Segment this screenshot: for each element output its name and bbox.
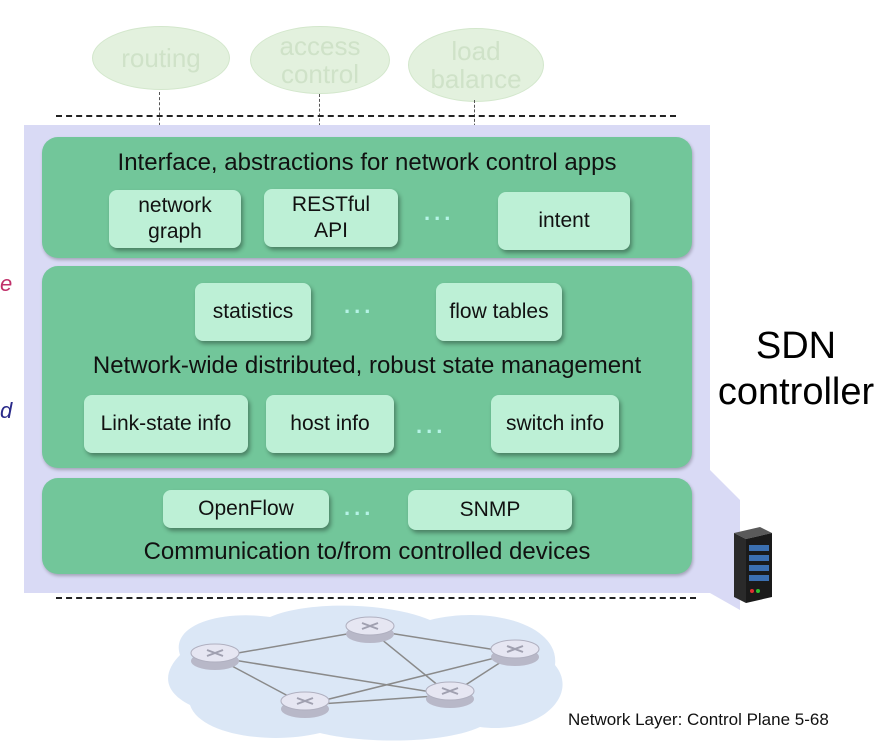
app-routing: routing bbox=[92, 26, 230, 90]
communication-layer bbox=[42, 478, 692, 574]
switch-icon bbox=[345, 616, 395, 643]
link-state-info-box: Link-state info bbox=[84, 395, 248, 453]
switch-icon bbox=[190, 643, 240, 670]
app-connector bbox=[474, 100, 475, 136]
flow-tables-box: flow tables bbox=[436, 283, 562, 341]
switch-icon bbox=[490, 639, 540, 666]
left-cut-text-1: e bbox=[0, 271, 13, 296]
state-bottom-ellipsis: ... bbox=[416, 413, 447, 438]
comm-ellipsis: ... bbox=[344, 495, 375, 520]
top-dashed-boundary bbox=[56, 115, 676, 117]
restful-api-box: RESTful API bbox=[264, 189, 398, 247]
sdn-controller-label: SDN controller bbox=[717, 325, 875, 413]
server-icon bbox=[734, 527, 772, 603]
openflow-box: OpenFlow bbox=[163, 490, 329, 528]
snmp-box: SNMP bbox=[408, 490, 572, 530]
slide-footer: Network Layer: Control Plane 5-68 bbox=[568, 710, 829, 729]
state-layer-title: Network-wide distributed, robust state m… bbox=[92, 352, 642, 379]
network-graph-box: network graph bbox=[109, 190, 241, 248]
network-cloud bbox=[168, 605, 563, 741]
intent-box: intent bbox=[498, 192, 630, 250]
app-load-balance: load balance bbox=[408, 28, 544, 102]
interface-ellipsis: ... bbox=[424, 200, 455, 225]
app-access-control: access control bbox=[250, 26, 390, 94]
switch-info-box: switch info bbox=[491, 395, 619, 453]
comm-layer-title: Communication to/from controlled devices bbox=[143, 538, 591, 565]
interface-layer-title: Interface, abstractions for network cont… bbox=[117, 149, 617, 176]
statistics-box: statistics bbox=[195, 283, 311, 341]
left-cut-text-2: d bbox=[0, 398, 13, 423]
host-info-box: host info bbox=[266, 395, 394, 453]
switch-icon bbox=[280, 691, 330, 718]
bottom-dashed-boundary bbox=[56, 597, 696, 599]
state-top-ellipsis: ... bbox=[344, 293, 375, 318]
switch-icon bbox=[425, 681, 475, 708]
app-connector bbox=[159, 92, 160, 136]
